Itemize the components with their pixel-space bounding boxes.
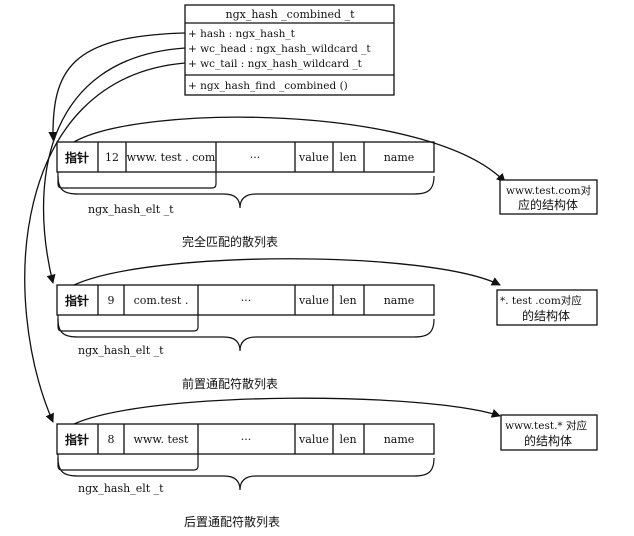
struct-title: ngx_hash _combined _t [225, 8, 355, 21]
target-struct-box [500, 414, 598, 451]
length-cell: 12 [105, 151, 119, 164]
target-struct-line-1: www.test.* 对应 [505, 419, 588, 432]
table-caption: 后置通配符散列表 [184, 514, 280, 529]
length-cell: 8 [108, 433, 115, 446]
target-struct-box [496, 289, 598, 326]
element-type-label: ngx_hash_elt _t [88, 203, 174, 216]
value-pointer-arrow [73, 258, 501, 286]
value-cell: value [298, 151, 329, 164]
value-cell: value [298, 433, 329, 446]
target-struct-line-2: 的结构体 [522, 308, 570, 323]
wc-head-pointer-arrow [42, 47, 186, 284]
table-row-frame [56, 423, 435, 455]
pointer-cell: 指针 [65, 150, 89, 165]
target-struct-line-2: 的结构体 [524, 433, 572, 448]
exact-match-table: 指针 12 www. test . com ··· value len name… [56, 116, 598, 249]
length-cell: 9 [108, 294, 115, 307]
table-row-frame [56, 141, 435, 173]
target-struct-line-1: www.test.com对 [506, 184, 592, 197]
wc-tail-pointer-arrow [24, 62, 186, 423]
name-cell: name [384, 151, 415, 164]
target-struct-line-2: 应的结构体 [518, 197, 578, 212]
name-value-cell: www. test [134, 433, 190, 446]
len-cell: len [339, 294, 356, 307]
target-struct-line-1: *. test .com对应 [500, 294, 582, 307]
ellipsis-cell: ··· [250, 151, 261, 164]
struct-field-hash: + hash : ngx_hash_t [188, 28, 296, 40]
struct-box-frame [184, 4, 395, 96]
table-caption: 前置通配符散列表 [182, 376, 278, 391]
trailing-wildcard-table: 指针 8 www. test ··· value len name ngx_ha… [56, 397, 598, 529]
target-struct-box [499, 179, 598, 215]
name-cell: name [384, 433, 415, 446]
struct-field-wc-head: + wc_head : ngx_hash_wildcard _t [188, 43, 371, 55]
len-cell: len [339, 433, 356, 446]
table-brace [57, 175, 435, 209]
element-underline-bracket [57, 454, 199, 471]
hash-pointer-arrow [48, 32, 186, 141]
ellipsis-cell: ··· [241, 294, 252, 307]
element-underline-bracket [57, 315, 199, 332]
table-caption: 完全匹配的散列表 [182, 234, 278, 249]
pointer-cell: 指针 [65, 432, 89, 447]
name-value-cell: com.test . [134, 294, 189, 307]
element-type-label: ngx_hash_elt _t [78, 482, 164, 495]
element-underline-bracket [57, 172, 217, 189]
table-brace [57, 318, 435, 352]
value-pointer-arrow [73, 116, 506, 183]
name-cell: name [384, 294, 415, 307]
table-brace [57, 457, 435, 491]
struct-box: ngx_hash _combined _t + hash : ngx_hash_… [184, 4, 395, 96]
len-cell: len [339, 151, 356, 164]
value-cell: value [298, 294, 329, 307]
table-row-frame [56, 284, 435, 316]
value-pointer-arrow [73, 397, 501, 425]
struct-field-wc-tail: + wc_tail : ngx_hash_wildcard _t [188, 58, 363, 70]
leading-wildcard-table: 指针 9 com.test . ··· value len name ngx_h… [56, 258, 598, 391]
name-value-cell: www. test . com [127, 151, 216, 164]
element-type-label: ngx_hash_elt _t [78, 344, 164, 357]
ellipsis-cell: ··· [241, 433, 252, 446]
struct-method: + ngx_hash_find _combined () [188, 80, 348, 92]
pointer-cell: 指针 [65, 293, 89, 308]
